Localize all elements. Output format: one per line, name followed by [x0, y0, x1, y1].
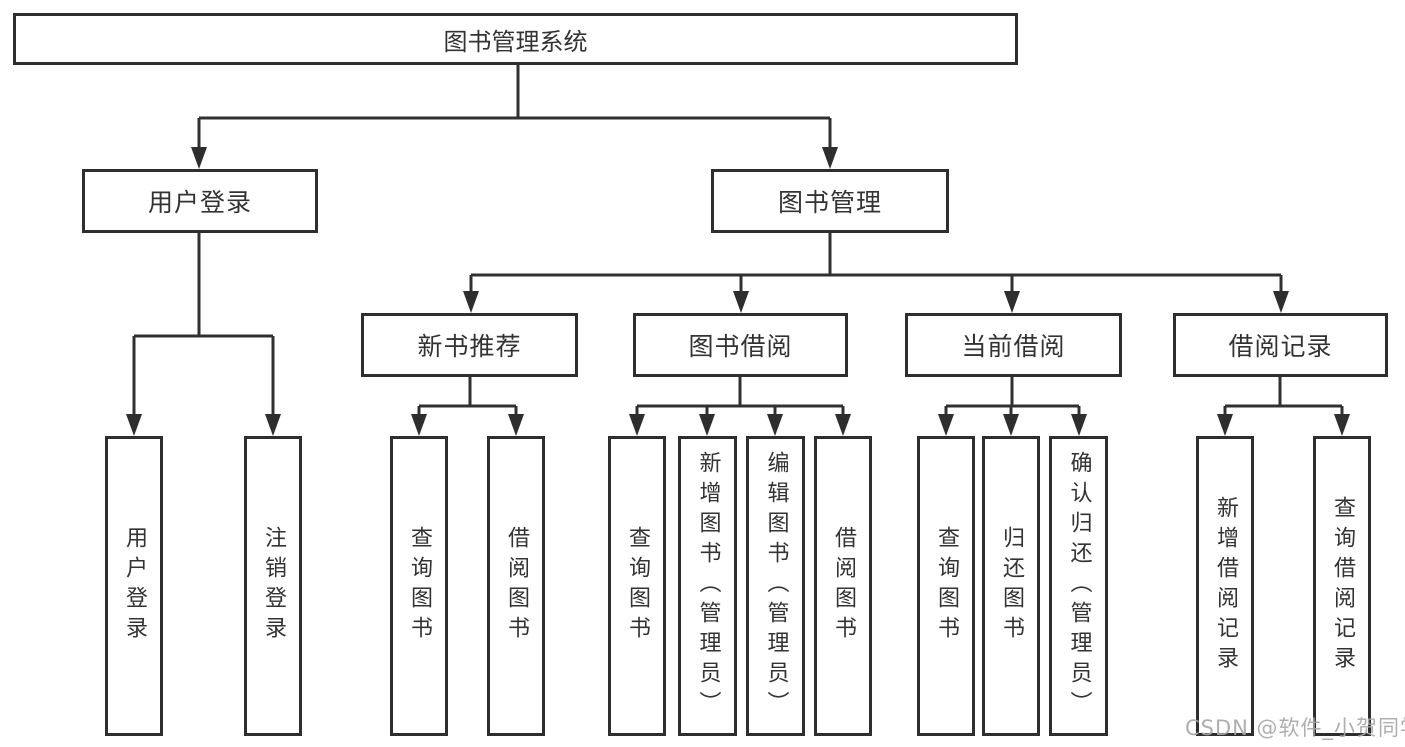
leaf-add-books-admin: 新增图书（管理员）: [678, 436, 737, 736]
leaf-borrow-books: 借阅图书: [814, 436, 872, 736]
leaf-add-borrow-record: 新增借阅记录: [1196, 436, 1254, 736]
leaf-return-books: 归还图书: [982, 436, 1040, 736]
node-system-title: 图书管理系统: [13, 13, 1018, 65]
node-borrow-records: 借阅记录: [1173, 313, 1388, 377]
node-user-login: 用户登录: [82, 169, 318, 233]
leaf-user-login: 用户登录: [105, 436, 163, 736]
leaf-confirm-return-admin: 确认归还（管理员）: [1049, 436, 1108, 736]
leaf-edit-books-admin: 编辑图书（管理员）: [746, 436, 805, 736]
node-book-management: 图书管理: [711, 169, 949, 233]
node-new-book-recommend: 新书推荐: [361, 313, 578, 377]
leaf-query-books-current: 查询图书: [917, 436, 975, 736]
node-current-borrowing: 当前借阅: [905, 313, 1122, 377]
leaf-query-books-borrowing: 查询图书: [608, 436, 666, 736]
leaf-borrow-books-recommend: 借阅图书: [487, 436, 545, 736]
leaf-logout: 注销登录: [244, 436, 302, 736]
csdn-watermark: CSDN @软件_小贺同学: [1185, 716, 1405, 740]
leaf-query-books-recommend: 查询图书: [390, 436, 448, 736]
arrowheads: [126, 147, 1350, 436]
node-book-borrowing: 图书借阅: [633, 313, 848, 377]
leaf-query-borrow-record: 查询借阅记录: [1313, 436, 1371, 736]
